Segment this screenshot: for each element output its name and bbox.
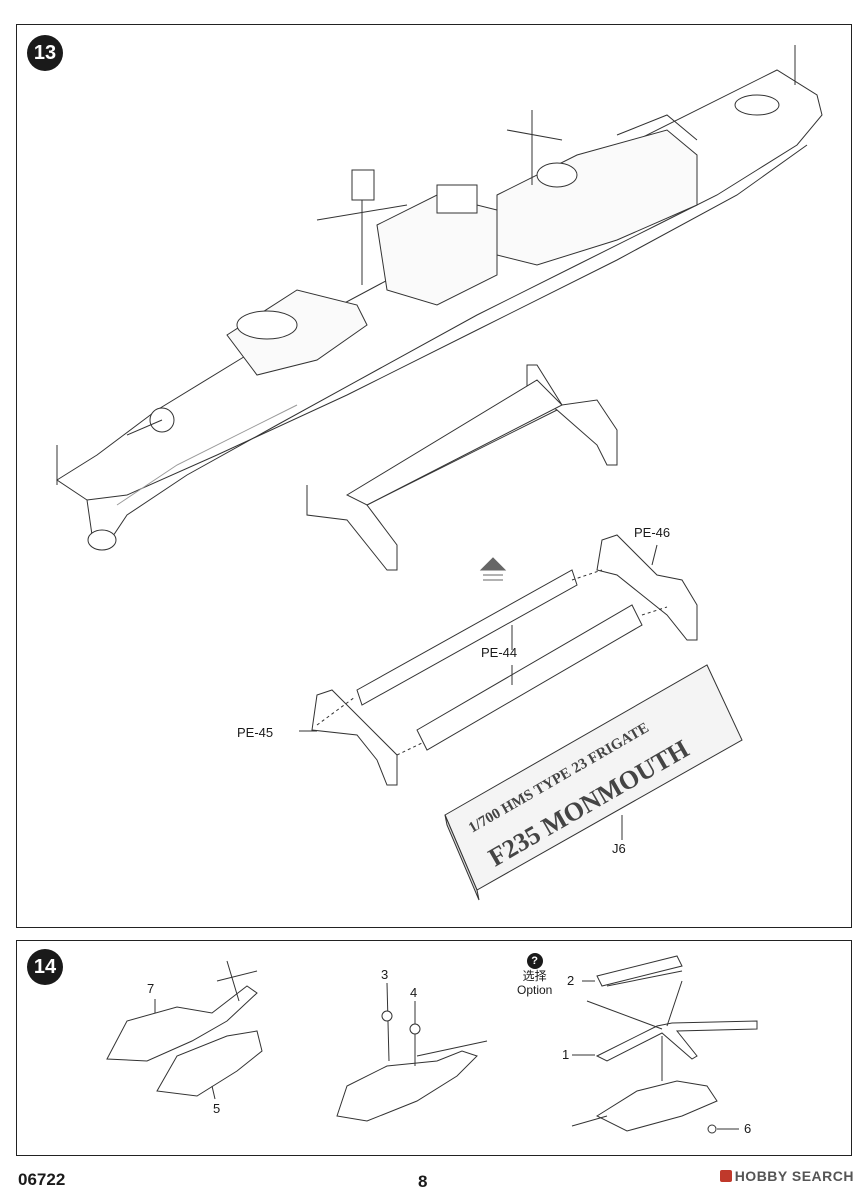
part-1: 1 [562, 1047, 569, 1062]
part-4: 4 [410, 985, 417, 1000]
step-13-panel: 13 [16, 24, 852, 928]
main-rotor-part1 [595, 1020, 758, 1062]
part-5: 5 [213, 1101, 220, 1116]
option-en-label: Option [517, 983, 553, 997]
option-cn-label: 选择 [522, 969, 547, 983]
pe44-strip-upper [356, 569, 578, 706]
label-pe46: PE-46 [634, 525, 670, 540]
step-13-illustration: PE-46 PE-44 PE-45 J6 1/700 HMS TYPE 23 F… [56, 45, 823, 901]
part-7: 7 [147, 981, 154, 996]
part-6: 6 [744, 1121, 751, 1136]
page-number: 8 [418, 1172, 428, 1191]
helicopter-right [595, 1080, 718, 1132]
step-14-number: 14 [27, 949, 63, 985]
option-note: ? 选择 Option [517, 953, 552, 997]
label-j6: J6 [612, 841, 626, 856]
hobby-search-logo-icon [719, 1170, 732, 1182]
rotor-blade-part2 [596, 955, 683, 987]
part-2: 2 [567, 973, 574, 988]
pe44-strip-lower [416, 604, 643, 751]
question-icon: ? [526, 953, 543, 969]
product-code: 06722 [18, 1170, 66, 1189]
pe46-part [596, 534, 698, 641]
helicopter-left-lower [156, 1030, 263, 1097]
step-14-illustration: 7 5 3 4 2 1 6 [106, 955, 758, 1136]
step-13-number: 13 [27, 35, 63, 71]
watermark: HOBBY SEARCH [719, 1168, 854, 1184]
watermark-text: HOBBY SEARCH [734, 1168, 854, 1184]
step-14-panel: 14 ? 选择 Option [16, 940, 852, 1156]
part-3: 3 [381, 967, 388, 982]
label-pe44: PE-44 [481, 645, 517, 660]
pe45-part [311, 689, 398, 786]
label-pe45: PE-45 [237, 725, 273, 740]
helicopter-center [336, 1050, 478, 1122]
ship-hull [56, 69, 823, 546]
helicopter-left-upper [106, 985, 258, 1062]
assembly-arrow [479, 557, 507, 571]
assembled-stand [306, 364, 618, 571]
